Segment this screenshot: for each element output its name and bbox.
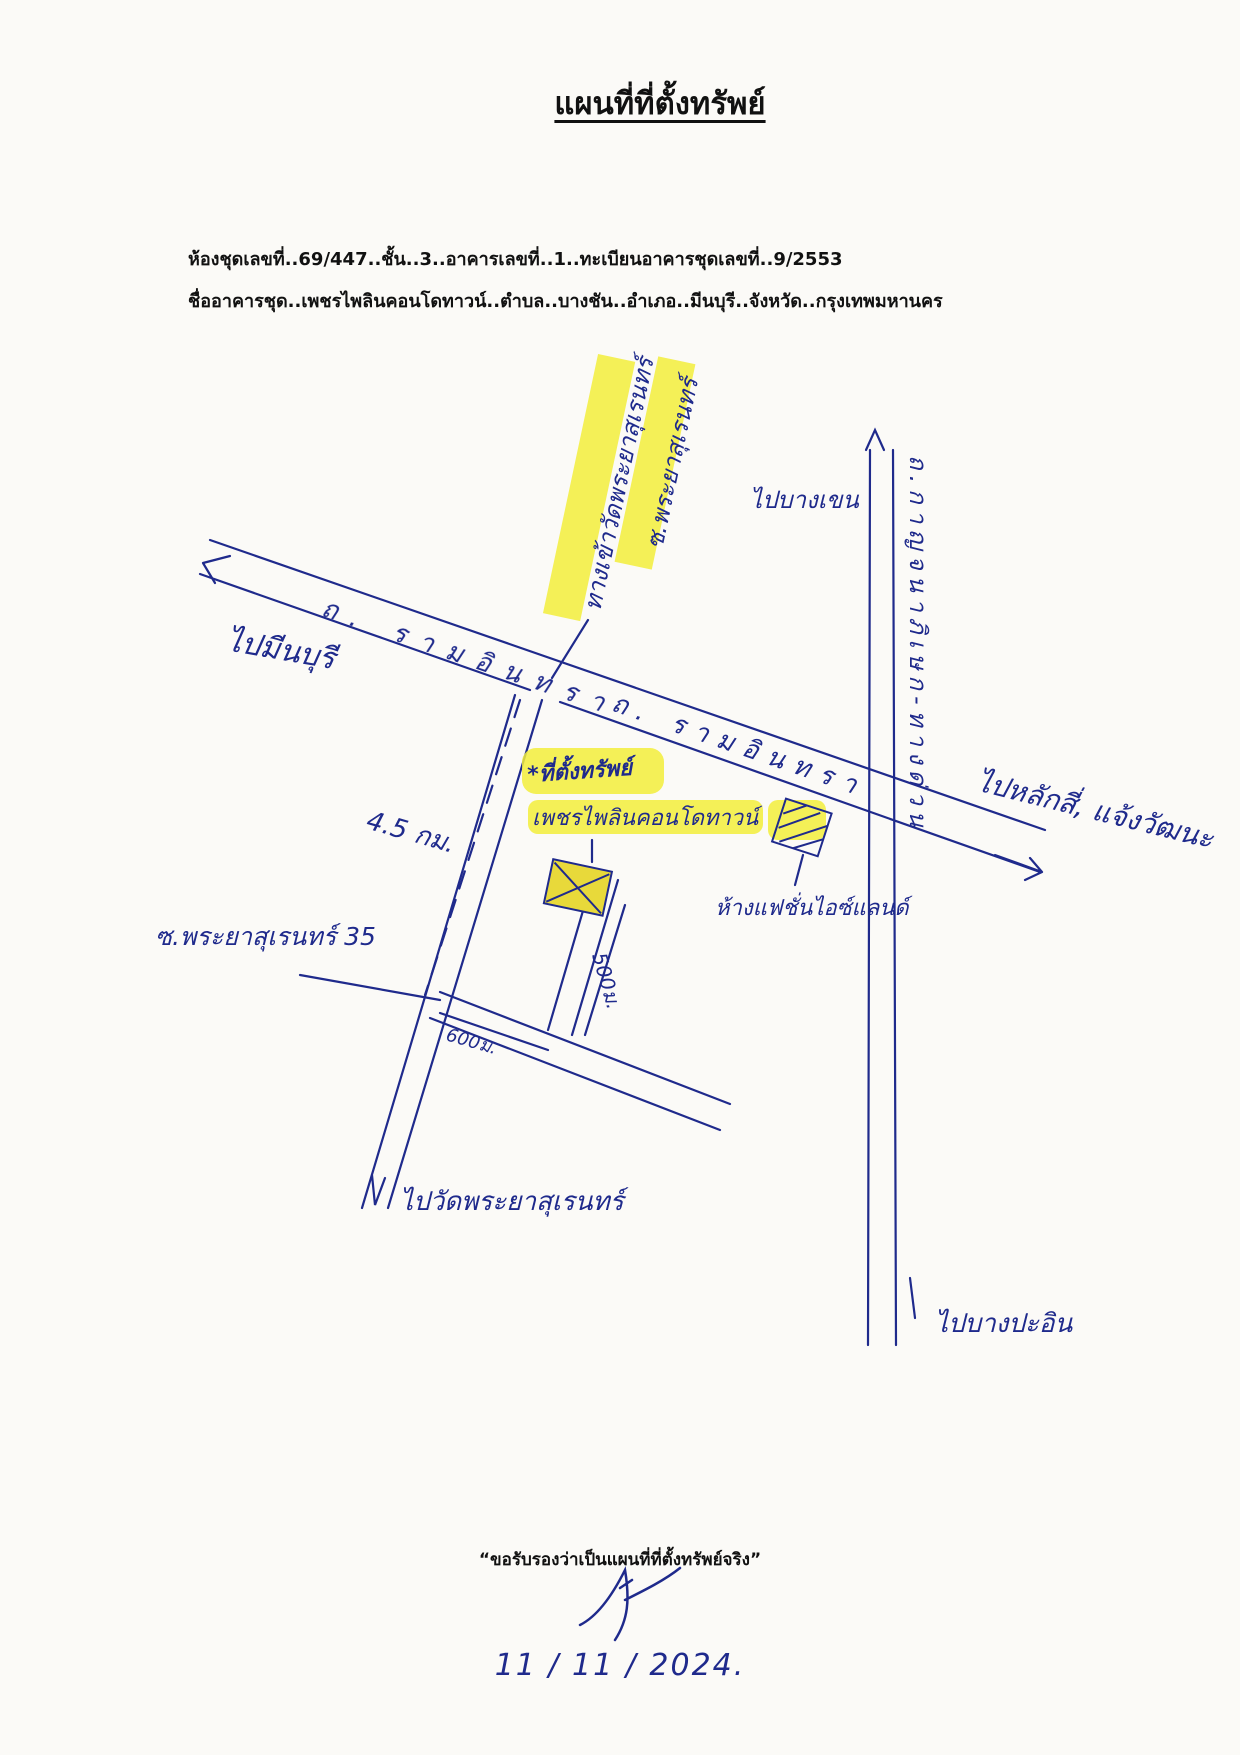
unit-label: ห้องชุดเลขที่.. [188, 249, 299, 270]
dimension-4-5km [423, 698, 522, 997]
soi35-pointer [298, 973, 442, 1002]
property-box [542, 858, 614, 917]
signature-date: 11 / 11 / 2024. [494, 1648, 746, 1683]
condo-label: ชื่ออาคารชุด.. [188, 291, 302, 312]
building-label: ..อาคารเลขที่.. [432, 249, 554, 270]
register-number: 9/2553 [773, 249, 843, 270]
fashion-pointer [793, 853, 805, 887]
arrow-bang-khen [864, 427, 886, 452]
arrow-wat-phraya [370, 1173, 387, 1206]
arrow-bang-pakong [908, 1276, 917, 1320]
label-4-5km: 4.5 กม. [363, 806, 459, 860]
soi35-lower [428, 1016, 722, 1132]
kanchana-road-right [891, 448, 898, 1347]
signature-mark [578, 1566, 682, 1642]
dimension-600m [438, 1011, 550, 1052]
arrow-minburi [201, 554, 232, 585]
label-fashion-island: ห้างแฟชั่นไอซ์แลนด์ [715, 892, 914, 921]
ramindra-road-upper [208, 538, 1047, 832]
ramindra-road-lower [198, 572, 1042, 874]
label-condo-name: เพชรไพลินคอนโดทาวน์ [532, 805, 763, 831]
highlight-soi [614, 356, 696, 570]
soi35-upper [438, 990, 732, 1106]
district: มีนบุรี [689, 291, 736, 312]
label-to-bang-pakong: ไปบางปะอิน [935, 1308, 1073, 1339]
unit-number: 69/447 [298, 249, 368, 270]
highlight-property [522, 748, 664, 794]
label-to-wat-phraya: ไปวัดพระยาสุเรนทร์ [400, 1186, 629, 1217]
label-to-lak-si: ไปหลักสี่, แจ้งวัฒนะ [973, 762, 1218, 856]
label-to-bang-khen: ไปบางเขน [750, 486, 859, 514]
soi-road-left [360, 693, 517, 1210]
highlight-condo-name [528, 800, 763, 834]
dimension-500m [583, 903, 627, 1037]
page-title: แผนที่ที่ตั้งทรัพย์ [554, 86, 766, 122]
province: กรุงเทพมหานคร [815, 291, 943, 312]
header-line-2: ชื่ออาคารชุด..เพชรไพลินคอนโดทาวน์..ตำบล.… [188, 286, 943, 315]
wat-pointer-line [550, 618, 590, 680]
label-kanchana-road: ถ.กาญจนาภิเษก-ทางด่วน [904, 455, 932, 833]
register-label: ..ทะเบียนอาคารชุดเลขที่.. [566, 249, 774, 270]
floor-number: 3 [419, 249, 433, 270]
soi-road-right [386, 698, 544, 1210]
floor-label: ..ชั้น.. [367, 249, 420, 270]
province-label: ..จังหวัด.. [735, 291, 816, 312]
label-to-minburi: ไปมีนบุรี [224, 623, 342, 677]
highlight-wat-entrance [542, 353, 636, 622]
subdistrict: บางชัน [558, 291, 613, 312]
label-500m: 500ม. [587, 950, 626, 1012]
condo-name: เพชรไพลินคอนโดทาวน์ [301, 291, 487, 312]
label-soi-35: ซ.พระยาสุเรนทร์ 35 [155, 922, 376, 952]
header-line-1: ห้องชุดเลขที่..69/447..ชั้น..3..อาคารเลข… [188, 244, 843, 273]
district-label: ..อำเภอ.. [612, 291, 690, 312]
certification-text: “ขอรับรองว่าเป็นแผนที่ที่ตั้งทรัพย์จริง” [478, 1550, 762, 1570]
property-road-right [570, 878, 620, 1037]
subdistrict-label: ..ตำบล.. [486, 291, 559, 312]
kanchana-road-left [866, 448, 872, 1347]
fashion-island-box [770, 797, 833, 858]
building-number: 1 [553, 249, 566, 270]
highlight-fashion [768, 800, 826, 840]
arrow-lak-si [993, 853, 1044, 882]
